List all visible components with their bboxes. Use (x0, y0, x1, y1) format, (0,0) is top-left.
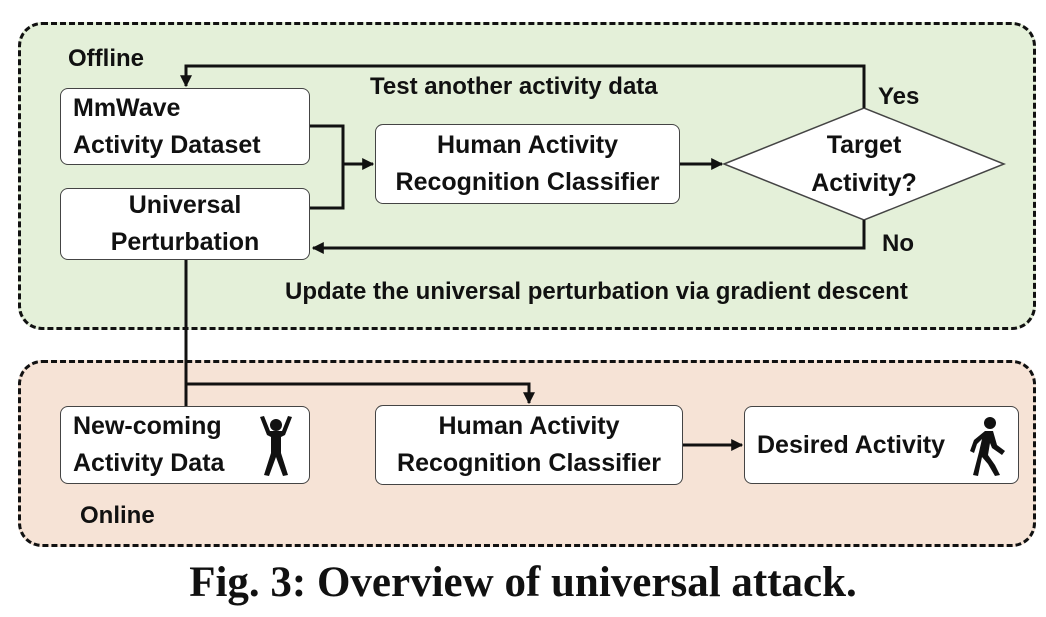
desired-activity-box: Desired Activity (744, 406, 1019, 484)
yes-loop-arrow (180, 64, 866, 108)
offline-classifier-box: Human Activity Recognition Classifier (375, 124, 680, 204)
no-loop-arrow (311, 220, 866, 254)
offline-label: Offline (68, 45, 144, 72)
new-data-line2: Activity Data (73, 449, 225, 477)
perturbation-to-online-classifier-arrow (186, 382, 535, 405)
online-classifier-line2: Recognition Classifier (397, 449, 661, 477)
dataset-merge-connector (310, 124, 345, 210)
online-classifier-box: Human Activity Recognition Classifier (375, 405, 683, 485)
desired-activity-text: Desired Activity (757, 430, 946, 459)
offline-classifier-line1: Human Activity (436, 131, 619, 159)
universal-perturbation-box: Universal Perturbation (60, 188, 310, 260)
online-label: Online (80, 502, 155, 529)
online-classifier-line1: Human Activity (438, 412, 620, 440)
loop-text: Test another activity data (370, 73, 658, 100)
new-activity-data-box: New-coming Activity Data (60, 406, 310, 484)
decision-diamond (721, 107, 1007, 221)
figure-caption: Fig. 3: Overview of universal attack. (189, 559, 857, 606)
perturbation-line2: Perturbation (110, 228, 260, 256)
update-text: Update the universal perturbation via gr… (285, 278, 908, 305)
new-data-line1: New-coming (73, 412, 222, 440)
decision-line2: Activity? (811, 169, 917, 197)
mmwave-dataset-line1: MmWave (73, 93, 181, 122)
no-label: No (882, 230, 914, 257)
decision-text: Target Activity? (772, 126, 956, 202)
mmwave-dataset-line2: Activity Dataset (73, 130, 261, 159)
offline-classifier-line2: Recognition Classifier (395, 168, 660, 196)
perturbation-line1: Universal (128, 191, 242, 219)
walking-person-icon (970, 417, 1005, 476)
person-arms-raised-icon (260, 416, 292, 476)
yes-label: Yes (878, 83, 920, 110)
mmwave-dataset-box: MmWave Activity Dataset (60, 88, 310, 165)
decision-line1: Target (826, 131, 902, 159)
